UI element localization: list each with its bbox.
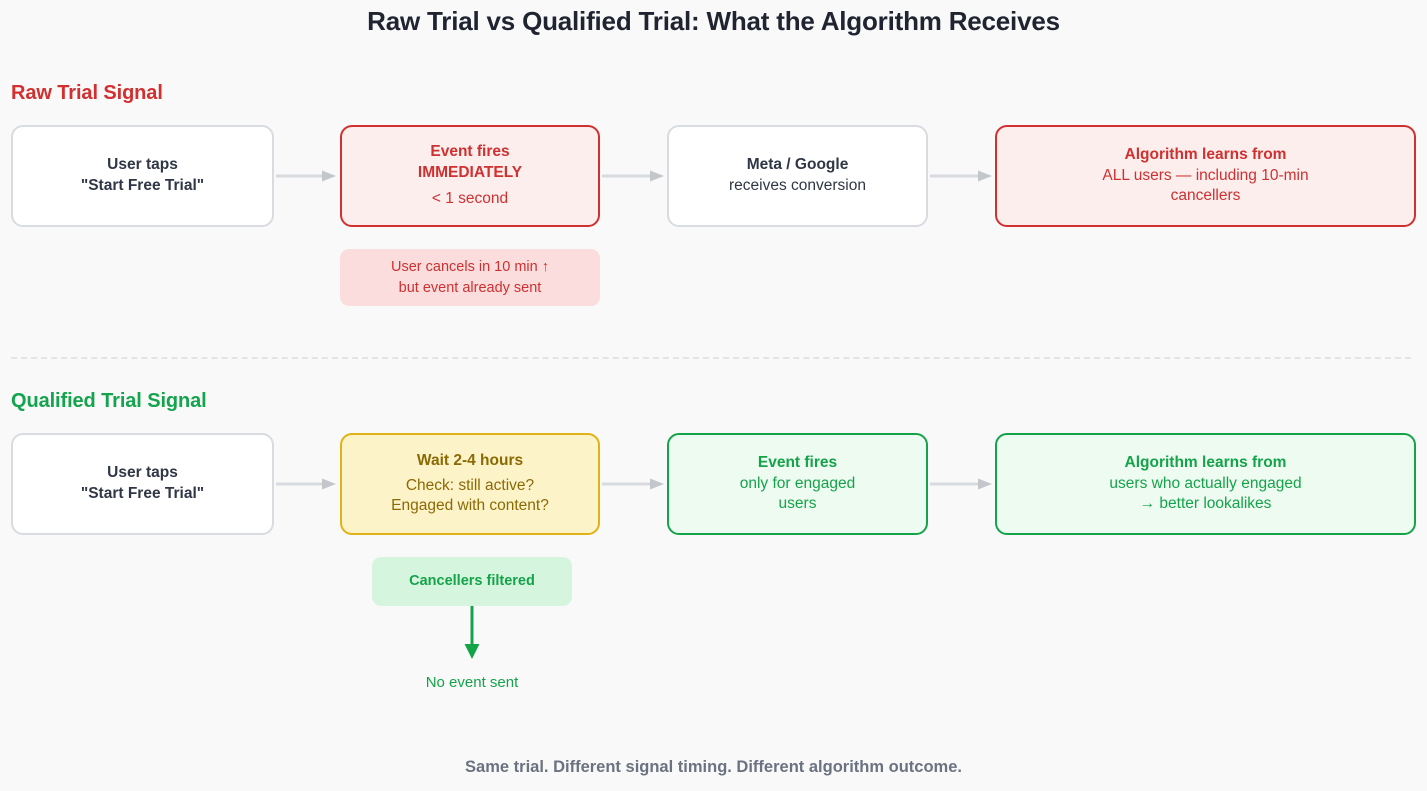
node-line: Engaged with content? xyxy=(391,497,549,515)
node-line: users xyxy=(778,495,817,513)
node-qualified-user-taps[interactable]: User taps "Start Free Trial" xyxy=(11,433,274,535)
node-line: Event fires xyxy=(430,143,510,161)
callout-cancellers-filtered: Cancellers filtered xyxy=(372,557,572,606)
no-event-sent-label: No event sent xyxy=(425,674,519,691)
arrow-qualified-2 xyxy=(602,478,666,490)
node-line: Algorithm learns from xyxy=(1124,454,1287,472)
node-qualified-event-fires[interactable]: Event fires only for engaged users xyxy=(667,433,928,535)
callout-user-cancels: User cancels in 10 min ↑ but event alrea… xyxy=(340,249,600,306)
node-qualified-algorithm-learns[interactable]: Algorithm learns from users who actually… xyxy=(995,433,1416,535)
qualified-flow-row: User taps "Start Free Trial" Wait 2-4 ho… xyxy=(0,433,1427,535)
node-line: "Start Free Trial" xyxy=(80,177,205,194)
arrow-raw-2 xyxy=(602,170,666,182)
down-arrow-icon xyxy=(456,606,488,662)
node-raw-user-taps[interactable]: User taps "Start Free Trial" xyxy=(11,125,274,227)
node-line: < 1 second xyxy=(431,190,509,208)
callout-line: Cancellers filtered xyxy=(409,573,535,590)
callout-line: User cancels in 10 min ↑ xyxy=(391,258,549,275)
node-qualified-wait-window[interactable]: Wait 2-4 hours Check: still active? Enga… xyxy=(340,433,600,535)
node-line: "Start Free Trial" xyxy=(80,485,205,502)
node-line: receives conversion xyxy=(729,177,866,194)
section-header-qualified: Qualified Trial Signal xyxy=(11,390,207,412)
raw-flow-row: User taps "Start Free Trial" Event fires… xyxy=(0,125,1427,227)
node-line: ALL users — including 10-min xyxy=(1102,166,1309,184)
node-line: Check: still active? xyxy=(405,476,535,494)
callout-line: but event already sent xyxy=(398,279,542,296)
arrow-qualified-1 xyxy=(276,478,338,490)
node-line: Wait 2-4 hours xyxy=(416,452,524,470)
node-line: User taps xyxy=(107,464,178,482)
node-raw-event-fires[interactable]: Event fires IMMEDIATELY < 1 second xyxy=(340,125,600,227)
footer-caption: Same trial. Different signal timing. Dif… xyxy=(465,758,962,776)
node-line: cancellers xyxy=(1170,187,1241,205)
node-line: IMMEDIATELY xyxy=(417,163,523,181)
node-line: only for engaged xyxy=(739,474,856,492)
node-line: Algorithm learns from xyxy=(1124,146,1287,164)
node-line: Meta / Google xyxy=(746,156,849,174)
node-raw-platform-receives[interactable]: Meta / Google receives conversion xyxy=(667,125,928,227)
arrow-qualified-3 xyxy=(930,478,994,490)
arrow-raw-1 xyxy=(276,170,338,182)
node-line: → better lookalikes xyxy=(1139,495,1272,513)
arrow-raw-3 xyxy=(930,170,994,182)
node-line: User taps xyxy=(107,156,178,174)
node-line: users who actually engaged xyxy=(1109,474,1302,492)
node-raw-algorithm-learns[interactable]: Algorithm learns from ALL users — includ… xyxy=(995,125,1416,227)
section-divider xyxy=(11,357,1411,359)
section-header-raw: Raw Trial Signal xyxy=(11,82,163,104)
node-line: Event fires xyxy=(757,454,838,472)
page-title: Raw Trial vs Qualified Trial: What the A… xyxy=(367,6,1060,36)
